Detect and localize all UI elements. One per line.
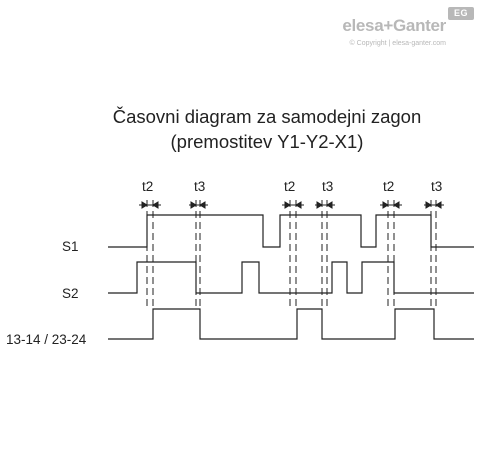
timing-label-t3-2: t3 (322, 179, 333, 194)
waveform-output (108, 308, 474, 340)
timing-label-t2-3: t2 (383, 179, 394, 194)
interval-arrow-t3-1 (189, 201, 208, 209)
interval-arrow-t3-2 (315, 201, 335, 209)
waveform-s1 (108, 214, 474, 248)
timing-label-t2-1: t2 (142, 179, 153, 194)
timing-label-t3-1: t3 (194, 179, 205, 194)
timing-label-t2-2: t2 (284, 179, 295, 194)
interval-arrow-t3-3 (424, 201, 444, 209)
brand-name: elesa+Ganter (342, 16, 446, 35)
signal-label-output: 13-14 / 23-24 (6, 332, 87, 347)
waveform-s2 (108, 261, 474, 294)
interval-arrow-t2-1 (139, 201, 161, 209)
timing-label-t3-3: t3 (431, 179, 442, 194)
interval-arrow-t2-3 (380, 201, 402, 209)
copyright-text: © Copyright | elesa-ganter.com (349, 40, 446, 47)
eg-badge: EG (448, 7, 474, 20)
title-line-1: Časovni diagram za samodejni zagon (112, 106, 422, 127)
brand-logo: EG elesa+Ganter © Copyright | elesa-gant… (312, 4, 482, 48)
title-line-2: (premostitev Y1-Y2-X1) (170, 131, 364, 152)
interval-arrow-t2-2 (282, 201, 304, 209)
signal-label-s1: S1 (62, 239, 79, 254)
signal-label-s2: S2 (62, 286, 79, 301)
diagram-title: Časovni diagram za samodejni zagon (prem… (0, 104, 488, 154)
